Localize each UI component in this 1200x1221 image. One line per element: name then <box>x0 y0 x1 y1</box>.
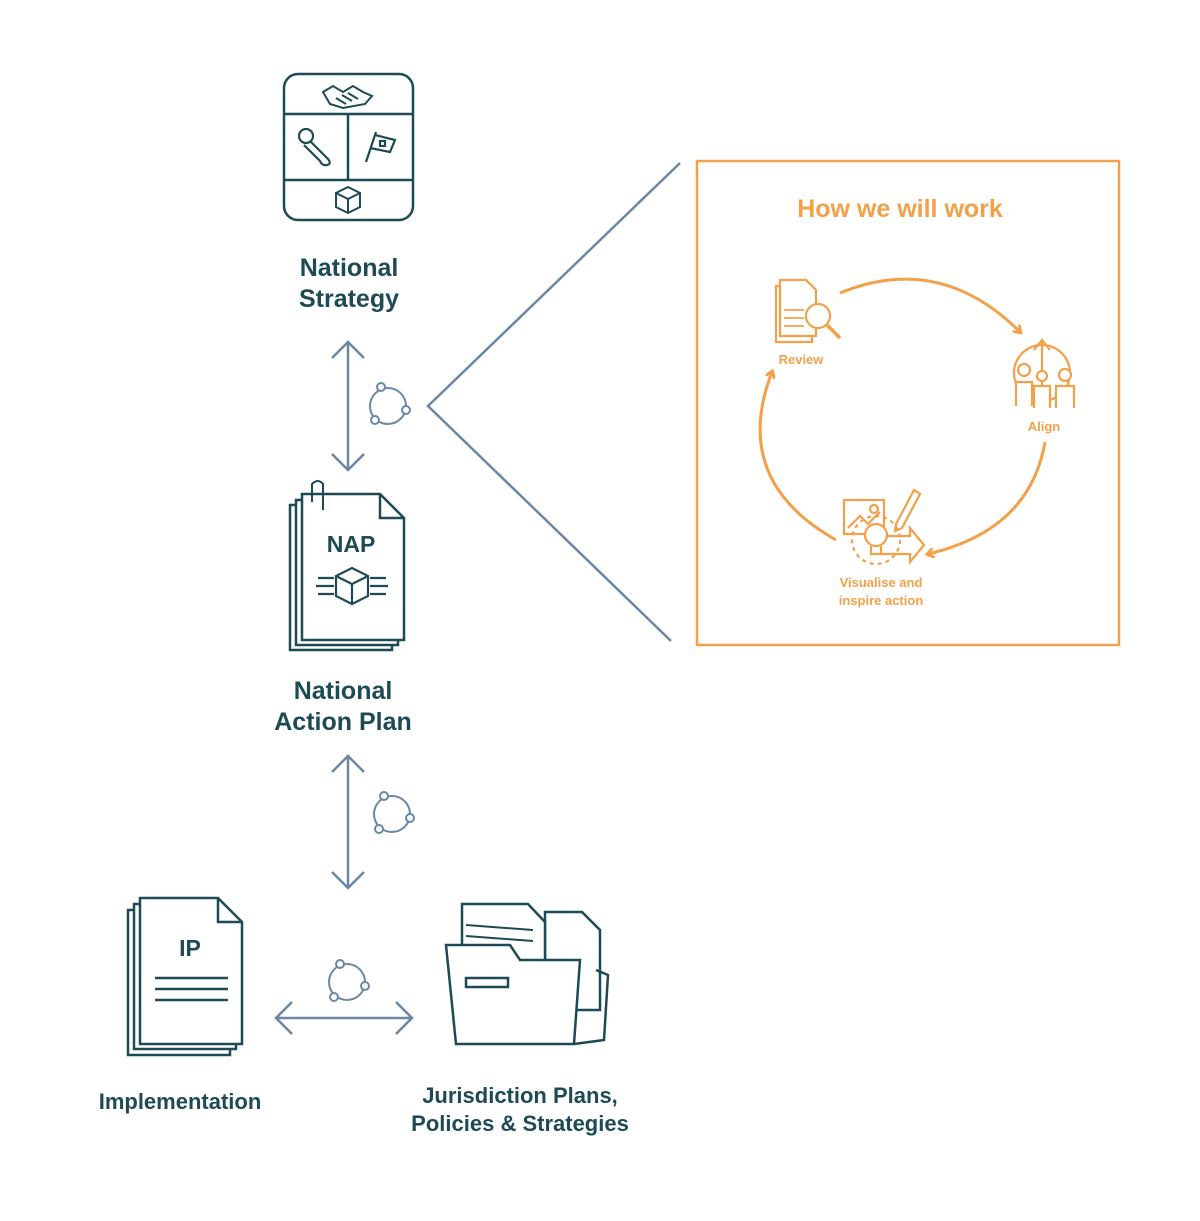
lightbulb-icon <box>863 522 889 556</box>
zoom-wedge <box>426 162 681 642</box>
cube-icon <box>316 566 388 606</box>
national-action-plan-title: National Action Plan <box>232 676 454 739</box>
people-icon <box>1014 362 1076 408</box>
magnifier-icon <box>784 302 842 340</box>
handshake-icon <box>321 84 374 110</box>
step-label-visualise-line1: Visualise and <box>839 575 923 590</box>
step-label-review: Review <box>778 352 824 367</box>
cycle-icon <box>369 382 411 425</box>
cycle-icon <box>328 959 370 1002</box>
jurisdiction-title-line1: Jurisdiction Plans, <box>422 1083 618 1108</box>
national-strategy-title: National Strategy <box>240 253 458 316</box>
nap-badge: NAP <box>327 531 376 557</box>
implementation-title: Implementation <box>98 1089 262 1114</box>
visualise-icon <box>842 488 926 566</box>
national-strategy-icon <box>282 72 415 222</box>
jurisdiction-title-line2: Policies & Strategies <box>411 1110 629 1136</box>
national-action-plan-title-line2: Action Plan <box>274 708 412 737</box>
nap-document-icon <box>288 480 406 652</box>
ip-document-icon <box>126 896 244 1057</box>
ip-badge: IP <box>179 935 201 961</box>
cube-icon <box>335 185 361 215</box>
pencil-icon <box>893 488 922 533</box>
step-label-visualise: Visualise and inspire action <box>826 574 936 609</box>
jurisdiction-title: Jurisdiction Plans, Policies & Strategie… <box>380 1082 660 1137</box>
connector-nap-impl <box>331 754 365 890</box>
how-we-work-panel <box>695 159 1121 647</box>
connector-impl-jur <box>274 1001 414 1035</box>
wrench-icon <box>297 127 331 167</box>
national-action-plan-title-line1: National <box>293 677 393 705</box>
how-we-work-title: How we will work <box>797 195 1003 223</box>
step-label-visualise-line2: inspire action <box>838 592 924 608</box>
connector-ns-nap <box>331 340 365 472</box>
align-icon <box>1012 338 1076 408</box>
folder-icon <box>444 902 610 1046</box>
national-strategy-title-line1: National <box>299 254 399 282</box>
review-icon <box>774 278 842 344</box>
work-cycle <box>758 277 1047 554</box>
national-strategy-title-line2: Strategy <box>298 285 400 314</box>
cycle-icon <box>373 791 415 834</box>
flag-icon <box>364 131 397 163</box>
step-label-align: Align <box>1027 419 1061 434</box>
